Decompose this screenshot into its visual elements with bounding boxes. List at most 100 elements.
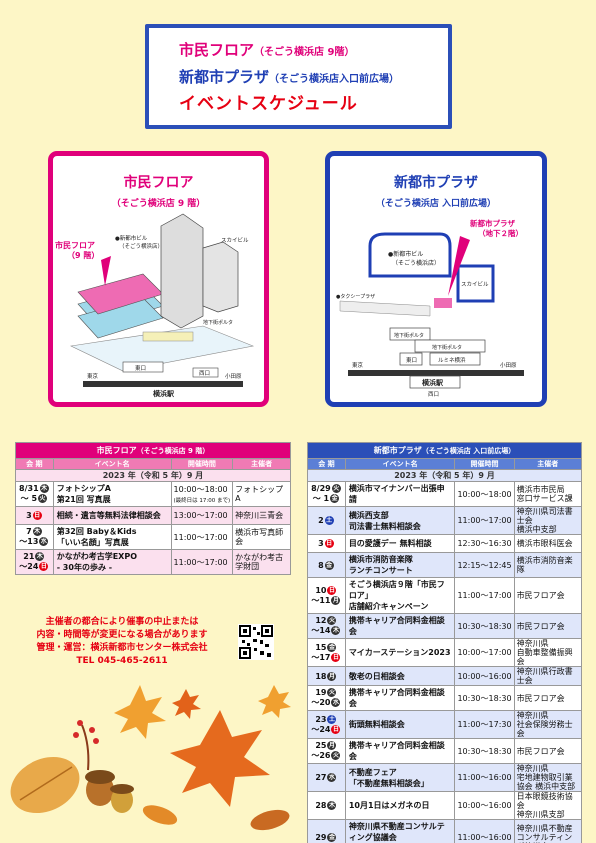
row-time: 10:00～16:00 xyxy=(457,671,512,681)
row-event-cell: 街頭無料相談会 xyxy=(344,710,456,739)
title-line-1-sub: （そごう横浜店 9階） xyxy=(254,47,355,58)
row-organizer-cell: 神奈川県宅地建物取引業協会 横浜中支部 xyxy=(513,763,583,792)
row-date: 15 xyxy=(315,642,327,652)
floor-pointer-arrow xyxy=(101,256,111,286)
row-time-cell: 10:00～18:00 xyxy=(454,481,515,507)
row-time: 10:30～18:30 xyxy=(457,746,512,756)
row-time: 12:30～16:30 xyxy=(457,539,512,548)
row-date-end: ～14 xyxy=(311,626,331,635)
row-event: 目の愛護デー 無料相談 xyxy=(348,539,432,548)
notice-line-1: 主催者の都合により催事の中止または xyxy=(45,617,199,627)
row-date-end: ～ 5 xyxy=(20,494,38,503)
notice-line-3: 管理・運営：横浜新都市センター株式会社 xyxy=(36,643,208,653)
row-date: 21 xyxy=(23,552,35,561)
berry-icon xyxy=(89,727,95,733)
row-organizer-cell: 神奈川県不動産コンサルティング協議会 xyxy=(513,819,583,843)
right-year-row: 2023 年（令和 5 年）9 月 xyxy=(307,469,582,482)
rail-line xyxy=(83,381,243,387)
row-event-sub: 店舗紹介キャンペーン xyxy=(348,602,429,611)
right-table-header-sub: （そごう横浜店 入口前広場） xyxy=(421,447,516,455)
row-weekday-end: 金 xyxy=(330,494,340,503)
row-time: 11:00～16:00 xyxy=(457,773,512,782)
qr-code-icon[interactable] xyxy=(238,624,274,660)
right-table-header: 新都市プラザ（そごう横浜店 入口前広場） xyxy=(307,442,582,459)
map-left-drawing: 市民フロア （9 階） ●新都市ビル （そごう横浜店） スカイビル 地下街ポルタ… xyxy=(55,213,255,398)
left-year-row: 2023 年（令和 5 年）9 月 xyxy=(15,469,291,482)
row-date: 3 xyxy=(318,539,324,548)
table-row: 29金神奈川県不動産コンサルティング協議会不動産無料相談会11:00～16:00… xyxy=(307,819,583,843)
label-new-city-building: ●新都市ビル xyxy=(388,250,423,258)
row-organizer: 市民フロア会 xyxy=(516,746,565,756)
row-date-end: ～24 xyxy=(311,724,331,734)
row-date: 8/29 xyxy=(311,484,331,493)
row-weekday-end: 日 xyxy=(331,724,341,734)
map-right-subtitle: （そごう横浜店 入口前広場） xyxy=(375,199,497,209)
new-city-building-tower xyxy=(160,213,204,329)
row-weekday: 水 xyxy=(327,773,337,782)
plaza-highlight xyxy=(434,298,452,308)
row-weekday: 日 xyxy=(327,585,337,595)
row-organizer-sub: コンサルティング協議会 xyxy=(516,833,573,843)
row-date: 27 xyxy=(315,773,327,782)
row-event-cell: 携帯キャリア合同料金相談会 xyxy=(344,613,456,639)
row-weekday: 日 xyxy=(324,539,334,548)
row-weekday: 土 xyxy=(324,516,334,525)
row-event-cell: マイカーステーション2023 xyxy=(344,638,456,667)
row-organizer: 神奈川県司法書士会 xyxy=(516,507,573,525)
row-organizer: 神奈川県行政書士会 xyxy=(516,667,573,685)
label-yokohama-station: 横浜駅 xyxy=(422,378,444,387)
row-organizer-sub: 社会保険労務士会 xyxy=(516,720,573,738)
row-time-cell: 10:30～18:30 xyxy=(454,613,515,639)
row-organizer-cell: かながわ考古学財団 xyxy=(232,549,291,575)
east-exit-box xyxy=(122,361,164,373)
row-event-sub: ランチコンサート xyxy=(348,566,413,575)
row-time: 10:00～17:00 xyxy=(457,648,512,657)
row-event: そごう横浜店９階「市民フロア」 xyxy=(348,580,445,600)
row-organizer-cell: フォトシップ A xyxy=(232,481,291,507)
row-event: 横浜市消防音楽隊 xyxy=(348,555,413,564)
row-date: 2 xyxy=(318,516,324,525)
label-new-city-building-sub: （そごう横浜店） xyxy=(392,259,440,267)
row-organizer: 神奈川県 xyxy=(516,711,549,720)
row-date: 28 xyxy=(315,801,327,810)
row-event: 横浜市マイナンバー出張申請 xyxy=(348,484,445,504)
row-event-cell: かながわ考古学EXPO- 30年の歩み - xyxy=(52,549,172,575)
col-event: イベント名 xyxy=(344,458,456,470)
row-organizer-cell: 横浜市消防音楽隊 xyxy=(513,552,583,578)
row-time: 10:00～16:00 xyxy=(457,801,512,810)
row-time-note: (最終日は 17:00 まで) xyxy=(173,498,231,504)
row-organizer: かながわ考古学財団 xyxy=(235,553,284,571)
notice-text: 主催者の都合により催事の中止または 内容・時間等が変更になる場合があります 管理… xyxy=(22,616,222,668)
label-new-city-building: ●新都市ビル xyxy=(115,234,148,242)
west-exit-box xyxy=(192,367,219,378)
row-weekday: 月 xyxy=(327,671,337,681)
title-box: 市民フロア（そごう横浜店 9階） 新都市プラザ（そごう横浜店入口前広場） イベン… xyxy=(145,24,452,129)
row-time: 11:00～17:00 xyxy=(457,591,512,600)
row-time-cell: 11:00～17:30 xyxy=(454,710,515,739)
leaf-vein xyxy=(19,766,73,801)
sky-building-outline xyxy=(456,264,495,303)
label-underground-porta-1: 地下街ポルタ xyxy=(394,332,424,339)
map-left-title: 市民フロア xyxy=(123,175,194,191)
col-time: 開催時間 xyxy=(170,458,234,470)
row-time: 12:15～12:45 xyxy=(457,560,512,570)
row-event: 第32回 Baby＆Kids xyxy=(56,527,137,536)
row-weekday: 金 xyxy=(324,560,334,570)
col-organizer: 主催者 xyxy=(232,458,291,470)
row-organizer: フォトシップ A xyxy=(235,485,284,503)
lumine-box xyxy=(429,352,481,366)
row-weekday-end: 水 xyxy=(39,537,49,546)
col-time: 開催時間 xyxy=(454,458,515,470)
row-organizer-cell: 横浜市写真師会 xyxy=(232,524,291,550)
